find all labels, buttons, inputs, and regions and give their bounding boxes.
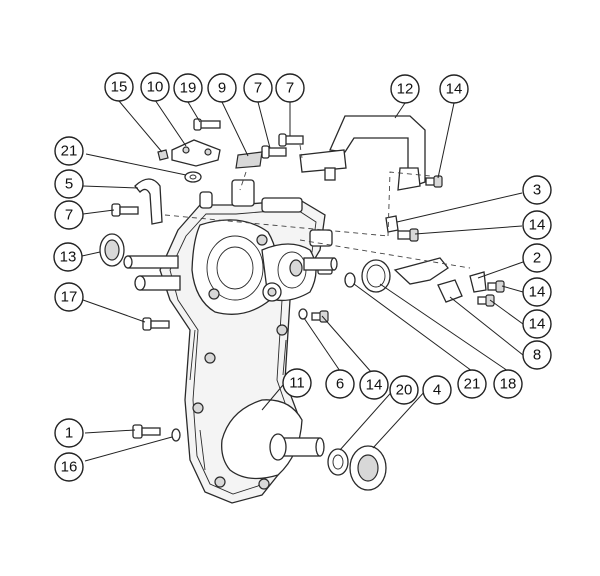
callout-4: 4 — [422, 375, 452, 405]
assembly-lines — [164, 144, 471, 269]
svg-text:14: 14 — [366, 377, 383, 394]
bolts-14-right — [311, 175, 505, 323]
svg-text:17: 17 — [61, 289, 78, 306]
callout-20: 20 — [389, 375, 419, 405]
svg-text:5: 5 — [65, 176, 73, 193]
callout-14: 14 — [439, 74, 469, 104]
callout-2: 2 — [522, 243, 552, 273]
callout-21: 21 — [457, 369, 487, 399]
svg-text:1: 1 — [65, 425, 73, 442]
callout-18: 18 — [493, 369, 523, 399]
callout-7: 7 — [275, 73, 305, 103]
svg-text:3: 3 — [533, 182, 541, 199]
svg-text:4: 4 — [433, 382, 441, 399]
callout-7: 7 — [243, 73, 273, 103]
clip-5 — [134, 178, 163, 225]
bolt-17 — [142, 317, 170, 331]
bolts-7-top — [261, 133, 304, 159]
svg-text:7: 7 — [254, 80, 262, 97]
svg-text:11: 11 — [289, 375, 305, 392]
svg-text:2: 2 — [533, 250, 541, 267]
svg-text:14: 14 — [446, 81, 463, 98]
svg-text:21: 21 — [61, 143, 78, 160]
svg-text:16: 16 — [61, 459, 78, 476]
washer-6 — [298, 308, 308, 320]
svg-text:21: 21 — [464, 376, 481, 393]
callout-17: 17 — [54, 282, 84, 312]
svg-text:14: 14 — [529, 316, 546, 333]
svg-text:7: 7 — [65, 207, 73, 224]
callout-14: 14 — [522, 309, 552, 339]
plate-9 — [235, 151, 263, 169]
callout-14: 14 — [359, 370, 389, 400]
callout-6: 6 — [325, 369, 355, 399]
svg-text:7: 7 — [286, 80, 294, 97]
svg-text:15: 15 — [111, 79, 128, 96]
callout-3: 3 — [522, 175, 552, 205]
svg-text:12: 12 — [397, 81, 414, 98]
callout-1: 1 — [54, 418, 84, 448]
bracket-12 — [299, 115, 426, 191]
svg-text:14: 14 — [529, 284, 546, 301]
bearings-bottom — [327, 445, 387, 491]
callout-8: 8 — [522, 340, 552, 370]
callout-9: 9 — [207, 73, 237, 103]
svg-text:18: 18 — [500, 376, 517, 393]
svg-text:13: 13 — [60, 249, 77, 266]
callout-10: 10 — [140, 72, 170, 102]
clamp-assembly-10 — [157, 118, 221, 183]
callout-19: 19 — [173, 73, 203, 103]
svg-text:19: 19 — [180, 80, 197, 97]
svg-text:14: 14 — [529, 217, 546, 234]
svg-text:10: 10 — [147, 79, 164, 96]
washer-16 — [171, 428, 181, 442]
svg-text:9: 9 — [218, 80, 226, 97]
callout-15: 15 — [104, 72, 134, 102]
bolt-1 — [132, 424, 161, 439]
bolt-7-left — [111, 203, 139, 217]
callout-12: 12 — [390, 74, 420, 104]
seal-13 — [99, 233, 125, 267]
callout-13: 13 — [53, 242, 83, 272]
callout-16: 16 — [54, 452, 84, 482]
callout-14: 14 — [522, 210, 552, 240]
callout-5: 5 — [54, 169, 84, 199]
svg-text:20: 20 — [396, 382, 413, 399]
svg-text:8: 8 — [533, 347, 541, 364]
svg-text:6: 6 — [336, 376, 344, 393]
callout-7: 7 — [54, 200, 84, 230]
callout-21: 21 — [54, 136, 84, 166]
callout-14: 14 — [522, 277, 552, 307]
callout-11: 11 — [282, 368, 312, 398]
gearbox-housing — [123, 179, 338, 504]
